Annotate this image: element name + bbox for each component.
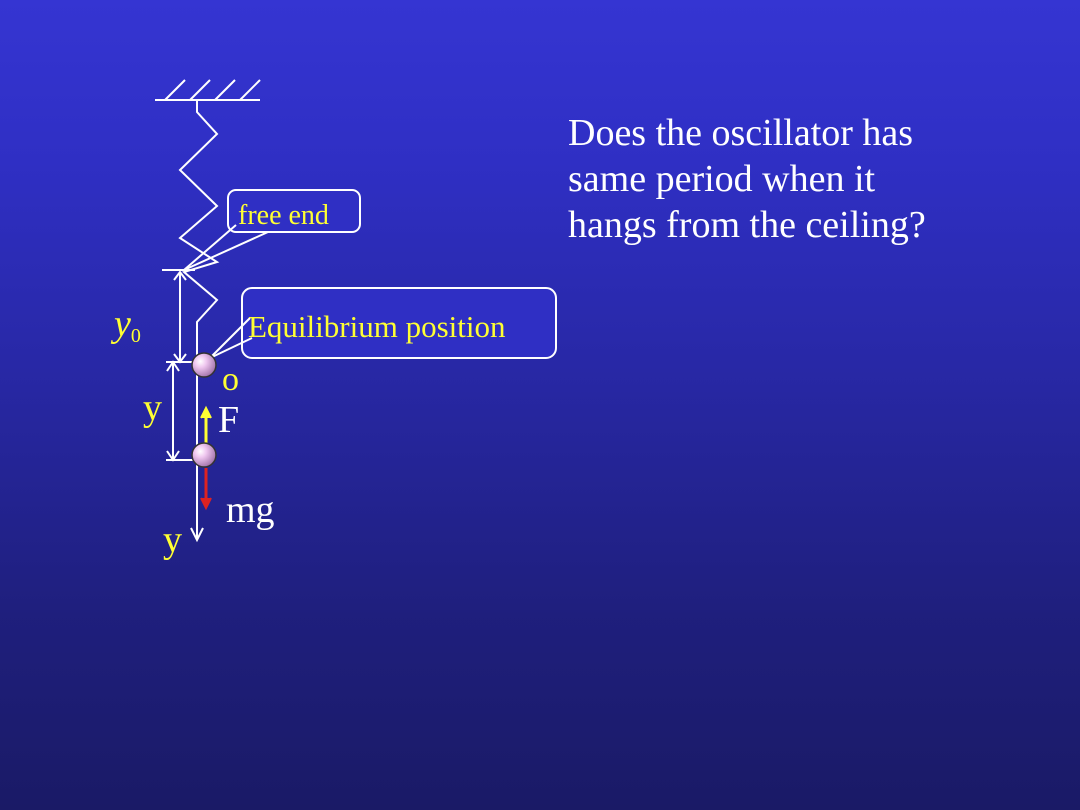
force-label: F [218,399,239,441]
y0-dimension [173,270,187,364]
question-line-3: hangs from the ceiling? [568,204,926,246]
question-line-2: same period when it [568,158,876,200]
y-axis-label: y [163,519,182,561]
question-line-1: Does the oscillator has [568,112,914,154]
displaced-ball [191,442,217,468]
y0-label: y0 [110,303,141,347]
free-end-callout: free end [183,189,361,271]
y-displacement-label: y [143,387,162,429]
force-arrowhead [200,405,212,419]
equilibrium-callout: Equilibrium position [209,287,557,359]
equilibrium-ball [191,352,217,378]
ceiling [155,79,261,101]
origin-label: o [222,361,239,398]
free-end-label: free end [238,200,329,231]
spring [178,100,220,352]
equilibrium-label: Equilibrium position [248,309,506,344]
weight-label: mg [226,489,275,531]
y-axis-arrowhead [190,527,204,543]
weight-arrowhead [200,497,212,511]
question-text: Does the oscillator has same period when… [568,110,1038,248]
y-dimension [166,360,196,462]
